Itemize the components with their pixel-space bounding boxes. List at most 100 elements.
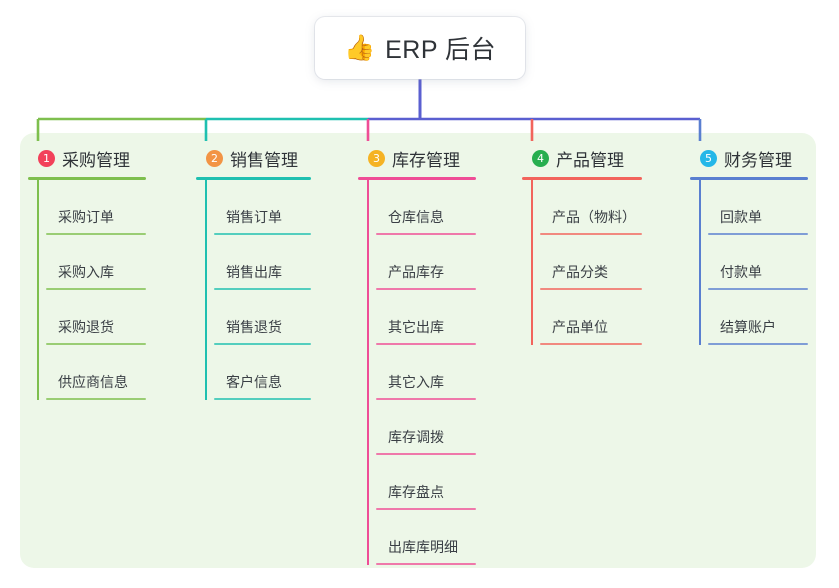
leaf-label: 回款单 <box>720 209 762 225</box>
leaf-item[interactable]: 结算账户 <box>708 290 808 345</box>
leaf-item[interactable]: 其它出库 <box>376 290 476 345</box>
leaf-label: 仓库信息 <box>388 209 444 225</box>
leaf-item[interactable]: 库存调拨 <box>376 400 476 455</box>
branch-column-1: 1 采购管理采购订单采购入库采购退货供应商信息 <box>28 146 146 400</box>
branch-children: 回款单付款单结算账户 <box>690 180 808 345</box>
branch-column-2: 2 销售管理销售订单销售出库销售退货客户信息 <box>196 146 311 400</box>
leaf-label: 其它入库 <box>388 374 444 390</box>
leaf-item[interactable]: 仓库信息 <box>376 180 476 235</box>
leaf-item[interactable]: 产品单位 <box>540 290 642 345</box>
branch-header-rule <box>358 177 476 180</box>
leaf-rule <box>214 398 311 400</box>
branch-header-4[interactable]: 4 产品管理 <box>522 146 642 170</box>
branch-title: 库存管理 <box>392 150 460 170</box>
leaf-label: 客户信息 <box>226 374 282 390</box>
leaf-item[interactable]: 采购退货 <box>46 290 146 345</box>
leaf-rule <box>540 233 642 235</box>
leaf-item[interactable]: 采购入库 <box>46 235 146 290</box>
leaf-label: 销售出库 <box>226 264 282 280</box>
leaf-label: 采购退货 <box>58 319 114 335</box>
branch-spine <box>205 180 207 400</box>
leaf-rule <box>376 288 476 290</box>
leaf-rule <box>214 343 311 345</box>
leaf-rule <box>708 343 808 345</box>
branch-header-rule <box>690 177 808 180</box>
leaf-item[interactable]: 回款单 <box>708 180 808 235</box>
leaf-item[interactable]: 产品（物料） <box>540 180 642 235</box>
leaf-item[interactable]: 出库库明细 <box>376 510 476 565</box>
leaf-rule <box>376 233 476 235</box>
leaf-rule <box>376 398 476 400</box>
leaf-label: 采购订单 <box>58 209 114 225</box>
branch-title: 采购管理 <box>62 150 130 170</box>
leaf-rule <box>376 453 476 455</box>
leaf-label: 出库库明细 <box>388 539 458 555</box>
leaf-label: 其它出库 <box>388 319 444 335</box>
branch-header-2[interactable]: 2 销售管理 <box>196 146 311 170</box>
branch-badge-4: 4 <box>532 149 549 167</box>
leaf-rule <box>708 288 808 290</box>
branch-column-4: 4 产品管理产品（物料） 产品分类产品单位 <box>522 146 642 345</box>
leaf-item[interactable]: 客户信息 <box>214 345 311 400</box>
branch-children: 采购订单采购入库采购退货供应商信息 <box>28 180 146 400</box>
root-node[interactable]: 👍 ERP 后台 <box>315 17 525 79</box>
leaf-rule <box>214 233 311 235</box>
branch-children: 仓库信息产品库存其它出库其它入库库存调拨库存盘点出库库明细 <box>358 180 476 565</box>
leaf-rule <box>540 288 642 290</box>
leaf-item[interactable]: 销售出库 <box>214 235 311 290</box>
branch-header-1[interactable]: 1 采购管理 <box>28 146 146 170</box>
leaf-rule <box>376 343 476 345</box>
branch-header-rule <box>28 177 146 180</box>
leaf-rule <box>376 508 476 510</box>
branch-badge-2: 2 <box>206 149 223 167</box>
branch-children: 销售订单销售出库销售退货客户信息 <box>196 180 311 400</box>
leaf-item[interactable]: 库存盘点 <box>376 455 476 510</box>
leaf-rule <box>46 398 146 400</box>
leaf-item[interactable]: 其它入库 <box>376 345 476 400</box>
leaf-item[interactable]: 销售退货 <box>214 290 311 345</box>
leaf-label: 销售退货 <box>226 319 282 335</box>
branch-spine <box>699 180 701 345</box>
leaf-label: 库存调拨 <box>388 429 444 445</box>
leaf-item[interactable]: 采购订单 <box>46 180 146 235</box>
leaf-label: 产品单位 <box>552 319 608 335</box>
leaf-label: 库存盘点 <box>388 484 444 500</box>
leaf-rule <box>46 233 146 235</box>
branch-badge-1: 1 <box>38 149 55 167</box>
leaf-rule <box>214 288 311 290</box>
leaf-label: 供应商信息 <box>58 374 128 390</box>
leaf-rule <box>46 343 146 345</box>
branch-title: 产品管理 <box>556 150 624 170</box>
leaf-label: 采购入库 <box>58 264 114 280</box>
leaf-rule <box>708 233 808 235</box>
leaf-item[interactable]: 供应商信息 <box>46 345 146 400</box>
leaf-item[interactable]: 销售订单 <box>214 180 311 235</box>
leaf-rule <box>540 343 642 345</box>
branch-spine <box>367 180 369 565</box>
leaf-label: 结算账户 <box>720 319 776 335</box>
branch-column-3: 3 库存管理仓库信息产品库存其它出库其它入库库存调拨库存盘点出库库明细 <box>358 146 476 565</box>
leaf-item[interactable]: 产品库存 <box>376 235 476 290</box>
branch-header-rule <box>196 177 311 180</box>
leaf-rule <box>376 563 476 565</box>
branch-badge-3: 3 <box>368 149 385 167</box>
branch-title: 销售管理 <box>230 150 298 170</box>
branch-title: 财务管理 <box>724 150 792 170</box>
leaf-label: 付款单 <box>720 264 762 280</box>
leaf-label: 产品分类 <box>552 264 608 280</box>
leaf-label: 产品库存 <box>388 264 444 280</box>
branches-panel <box>20 133 816 568</box>
leaf-rule <box>46 288 146 290</box>
leaf-label: 销售订单 <box>226 209 282 225</box>
branch-spine <box>37 180 39 400</box>
leaf-label: 产品（物料） <box>552 209 636 225</box>
leaf-item[interactable]: 产品分类 <box>540 235 642 290</box>
root-title: ERP 后台 <box>385 36 497 64</box>
branch-children: 产品（物料） 产品分类产品单位 <box>522 180 642 345</box>
branch-header-3[interactable]: 3 库存管理 <box>358 146 476 170</box>
thumbs-up-emoji: 👍 <box>343 33 376 62</box>
leaf-item[interactable]: 付款单 <box>708 235 808 290</box>
